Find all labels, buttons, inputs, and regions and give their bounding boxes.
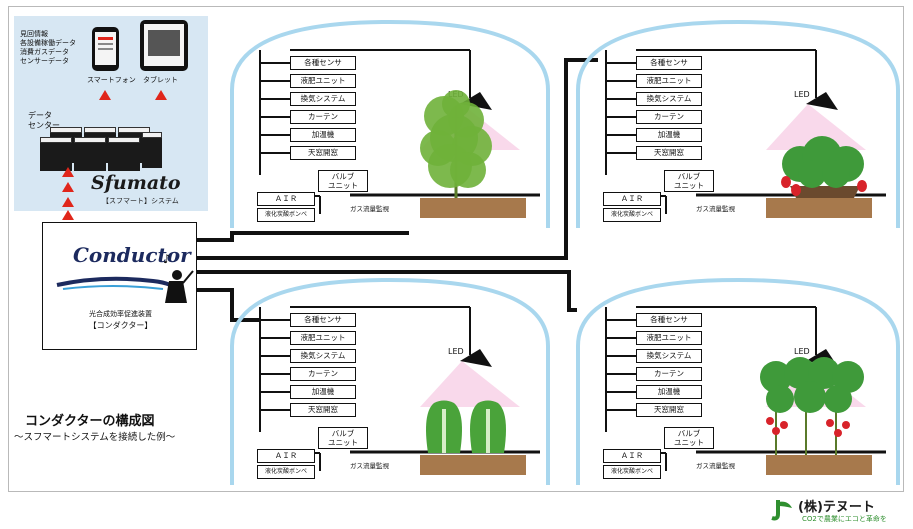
device-label: 換気システム xyxy=(636,92,702,106)
data-item: 消費ガスデータ xyxy=(20,48,69,56)
led-light-beam xyxy=(766,104,866,150)
greenhouse-wiring xyxy=(605,49,886,214)
device-label: 加温機 xyxy=(290,385,356,399)
conductor-box: Conductor ♪ 光合成効率促進装置 【コンダクター】 xyxy=(42,222,197,350)
tablet-icon xyxy=(140,20,188,71)
device-label: 天窓開窓 xyxy=(636,403,702,417)
upload-arrow-icon xyxy=(62,210,74,220)
diagram-subtitle: 〜スフマートシステムを接続した例〜 xyxy=(14,432,176,443)
conductor-caption: 光合成効率促進装置 xyxy=(89,310,152,318)
device-label: 各種センサ xyxy=(636,313,702,327)
data-item: 見回情報 xyxy=(20,30,48,38)
air-label: ＡＩＲ xyxy=(257,192,315,206)
led-lamp-icon xyxy=(460,349,492,367)
device-label: カーテン xyxy=(290,110,356,124)
svg-text:♪: ♪ xyxy=(163,252,171,266)
device-label: 換気システム xyxy=(290,349,356,363)
upload-arrow-icon xyxy=(155,90,167,100)
valve-unit-label: バルブ ユニット xyxy=(664,170,714,192)
tablet-label: タブレット xyxy=(143,76,178,84)
tree-plant-icon xyxy=(420,90,492,198)
device-label: 液肥ユニット xyxy=(290,74,356,88)
data-item: センサーデータ xyxy=(20,57,69,65)
valve-unit-label: バルブ ユニット xyxy=(318,427,368,449)
gas-flow-label: ガス流量監視 xyxy=(696,205,735,213)
co2-tank-label: 液化炭酸ボンベ xyxy=(603,208,661,222)
device-label: 各種センサ xyxy=(290,56,356,70)
diagram-title: コンダクターの構成図 xyxy=(25,414,155,429)
company-tagline: CO2で農業にエコと革命を xyxy=(802,515,887,523)
conductor-figure-icon: ♪ xyxy=(56,252,194,303)
conductor-logo: Conductor xyxy=(73,243,191,267)
smartphone-label: スマートフォン xyxy=(87,76,136,84)
air-label: ＡＩＲ xyxy=(257,449,315,463)
strawberry-plant-icon xyxy=(781,136,867,198)
upload-arrow-icon xyxy=(62,197,74,207)
device-label: 加温機 xyxy=(636,385,702,399)
co2-tank-label: 液化炭酸ボンベ xyxy=(603,465,661,479)
soil-bed xyxy=(420,198,526,218)
device-label: カーテン xyxy=(636,367,702,381)
conductor-caption: 【コンダクター】 xyxy=(88,321,153,330)
device-label: 各種センサ xyxy=(636,56,702,70)
device-label: 加温機 xyxy=(636,128,702,142)
device-label: 換気システム xyxy=(290,92,356,106)
gas-flow-label: ガス流量監視 xyxy=(350,205,389,213)
soil-bed xyxy=(766,198,872,218)
soil-bed xyxy=(766,455,872,475)
upload-arrow-icon xyxy=(62,182,74,192)
device-label: 液肥ユニット xyxy=(636,74,702,88)
datacenter-label: データ センター xyxy=(28,111,60,130)
device-label: カーテン xyxy=(636,110,702,124)
upload-arrow-icon xyxy=(62,167,74,177)
led-label: LED xyxy=(794,347,810,356)
smartphone-icon xyxy=(92,27,119,71)
device-label: 液肥ユニット xyxy=(290,331,356,345)
device-label: カーテン xyxy=(290,367,356,381)
upload-arrow-icon xyxy=(99,90,111,100)
valve-unit-label: バルブ ユニット xyxy=(664,427,714,449)
device-label: 換気システム xyxy=(636,349,702,363)
led-light-beam xyxy=(420,361,520,407)
company-name: (株)テヌート xyxy=(798,500,875,515)
gas-flow-label: ガス流量監視 xyxy=(696,462,735,470)
led-label: LED xyxy=(448,347,464,356)
air-label: ＡＩＲ xyxy=(603,192,661,206)
company-logo-icon xyxy=(771,500,792,521)
tomato-plant-icon xyxy=(760,357,864,455)
air-label: ＡＩＲ xyxy=(603,449,661,463)
sfumato-subtitle: 【スフマート】システム xyxy=(102,197,179,205)
sfumato-logo: Sfumato xyxy=(91,172,181,194)
valve-unit-label: バルブ ユニット xyxy=(318,170,368,192)
device-label: 各種センサ xyxy=(290,313,356,327)
co2-tank-label: 液化炭酸ボンベ xyxy=(257,208,315,222)
device-label: 天窓開窓 xyxy=(290,146,356,160)
device-label: 加温機 xyxy=(290,128,356,142)
greenhouse-dome xyxy=(230,19,900,485)
data-item: 各設備稼働データ xyxy=(20,39,76,47)
device-label: 天窓開窓 xyxy=(290,403,356,417)
lettuce-plant-icon xyxy=(426,400,506,453)
led-label: LED xyxy=(794,90,810,99)
co2-tank-label: 液化炭酸ボンベ xyxy=(257,465,315,479)
soil-bed xyxy=(420,455,526,475)
device-label: 液肥ユニット xyxy=(636,331,702,345)
led-lamp-icon xyxy=(806,92,838,110)
device-label: 天窓開窓 xyxy=(636,146,702,160)
gas-flow-label: ガス流量監視 xyxy=(350,462,389,470)
